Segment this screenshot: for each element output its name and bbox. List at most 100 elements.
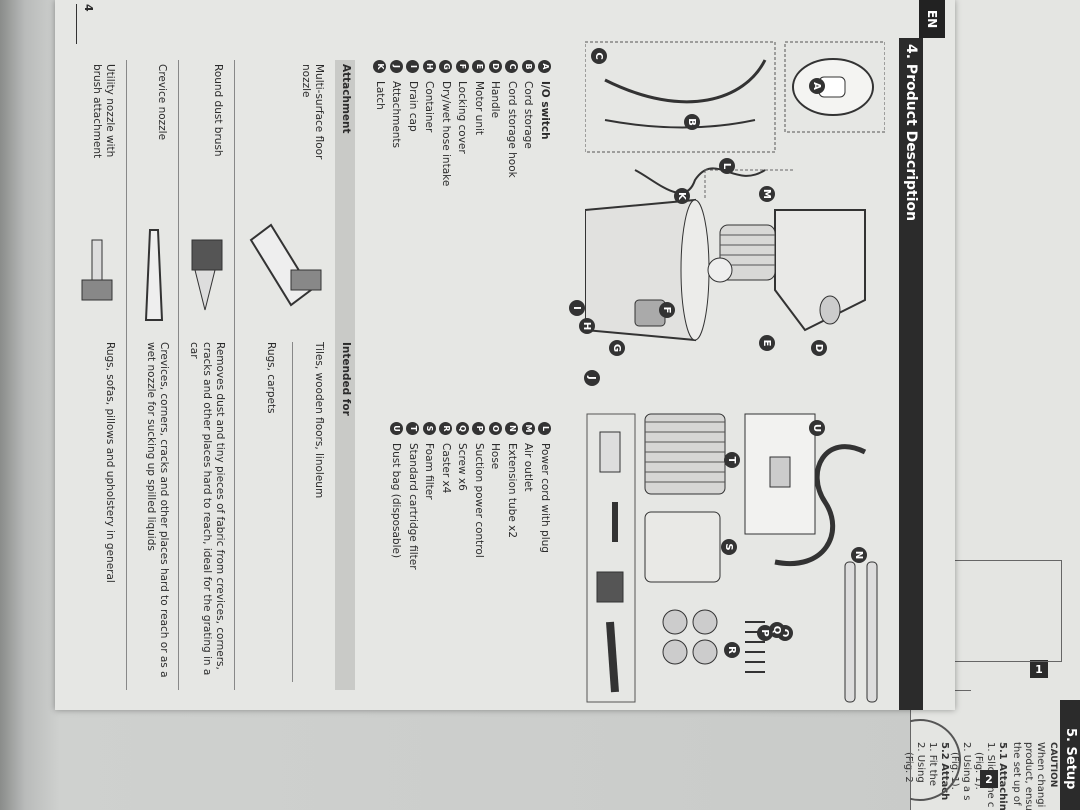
legend-badge: K [373,60,387,73]
legend-label: Dust bag (disposable) [390,443,403,559]
label-D: D [811,340,827,356]
crevice-nozzle-image [144,229,164,321]
intended-for: Tiles, wooden floors, linoleum [313,342,325,499]
legend-label: I/O switch [539,81,551,140]
motor-filter-drawing [719,224,776,281]
legend-item: A I/O switch [537,60,554,360]
legend-item: Q Screw x6 [454,422,471,702]
utility-nozzle-image [81,239,113,301]
legend-badge: S [422,422,436,435]
label-F: F [659,302,675,318]
legend-badge: A [538,60,552,73]
accessories-diagram [586,413,878,703]
label-T: T [724,452,740,468]
legend-badge: E [472,60,486,73]
legend-item: C Cord storage hook [504,60,521,360]
legend-badge: M [521,422,535,435]
label-Q: Q [769,622,785,638]
legend-item: U Dust bag (disposable) [388,422,405,702]
locking-cover-drawing [707,257,733,283]
attachment-name: Crevice nozzle [156,64,168,141]
legend-label: Hose [489,443,502,470]
label-J: J [584,370,600,386]
label-K: K [674,188,690,204]
label-A: A [809,78,825,94]
attachment-name: Round dust brush [212,64,224,157]
section-title: 4. Product Description [903,44,919,222]
intended-for: Rugs, sofas, pillows and upholstery in g… [104,342,116,583]
round-brush-drawing [596,571,624,603]
legend-badge: H [422,60,436,73]
floor-nozzle-image [249,223,322,307]
foam-filter-drawing [644,511,721,583]
power-cord-drawing [634,167,766,194]
attachment-name: Utility nozzle with brush attachment [91,64,116,159]
legend-item: F Locking cover [454,60,471,360]
legend-label: Screw x6 [456,443,469,491]
cord-drawing [604,59,767,104]
label-G: G [609,340,625,356]
table-row: Multi-surface floor nozzle Tiles, wooden… [237,60,333,690]
round-brush-image [191,239,223,311]
legend-badge: I [406,60,420,73]
intended-for: Rugs, carpets [265,342,277,414]
caution-label: CAUTION [1048,742,1058,788]
container-rim [680,199,710,341]
caster-drawing [692,609,718,635]
label-R: R [724,642,740,658]
legend-label: Power cord with plug [539,443,551,553]
label-S: S [721,539,737,555]
tube-drawing [844,561,856,703]
crevice-nozzle-drawing [606,621,619,693]
legend-badge: O [488,422,502,435]
table-row: Crevice nozzle Crevices, corners, cracks… [128,60,179,690]
table-row: Utility nozzle with brush attachment Rug… [76,60,127,690]
legend-badge: U [389,422,403,435]
caution-line: product, ensu [1023,742,1034,810]
attachments-table: Attachment Intended for Multi-surface fl… [75,60,355,690]
legend-badge: J [389,60,403,73]
hose-drawing [774,444,867,566]
legend-badge: T [406,422,420,435]
manual-page: EN 4. Product Description [55,0,955,710]
label-L: L [719,158,735,174]
tube-drawing [866,561,878,703]
col-header-attachment: Attachment [340,64,352,134]
legend-badge: Q [455,422,469,435]
fig-number: 1 [1030,660,1048,678]
col-header-intended-for: Intended for [340,342,352,416]
legend-label: Standard cartridge filter [407,443,419,570]
label-I: I [569,300,585,316]
next-section-bar [1060,700,1080,810]
legend-badge: F [455,60,469,73]
caster-drawing [692,639,718,665]
label-H: H [579,318,595,334]
attachments-inset-frame [586,413,636,703]
legend-label: Container [423,81,436,133]
language-tab: EN [919,0,945,38]
legend-label: Locking cover [456,81,469,154]
legend-label: Suction power control [473,443,485,558]
legend-item: T Standard cartridge filter [405,422,422,702]
caution-line: When changi [1035,742,1046,808]
table-header: Attachment Intended for [335,60,355,690]
label-E: E [759,335,775,351]
page-number: 4 [82,4,95,12]
fig-number: 2 [980,770,998,788]
legend-label: Cord storage hook [506,81,518,178]
legend-badge: C [505,60,519,73]
intended-for: Removes dust and tiny pieces of fabric f… [188,342,226,676]
intended-for: Crevices, corners, cracks and other plac… [145,342,170,678]
legend-label: Cord storage [522,81,535,149]
